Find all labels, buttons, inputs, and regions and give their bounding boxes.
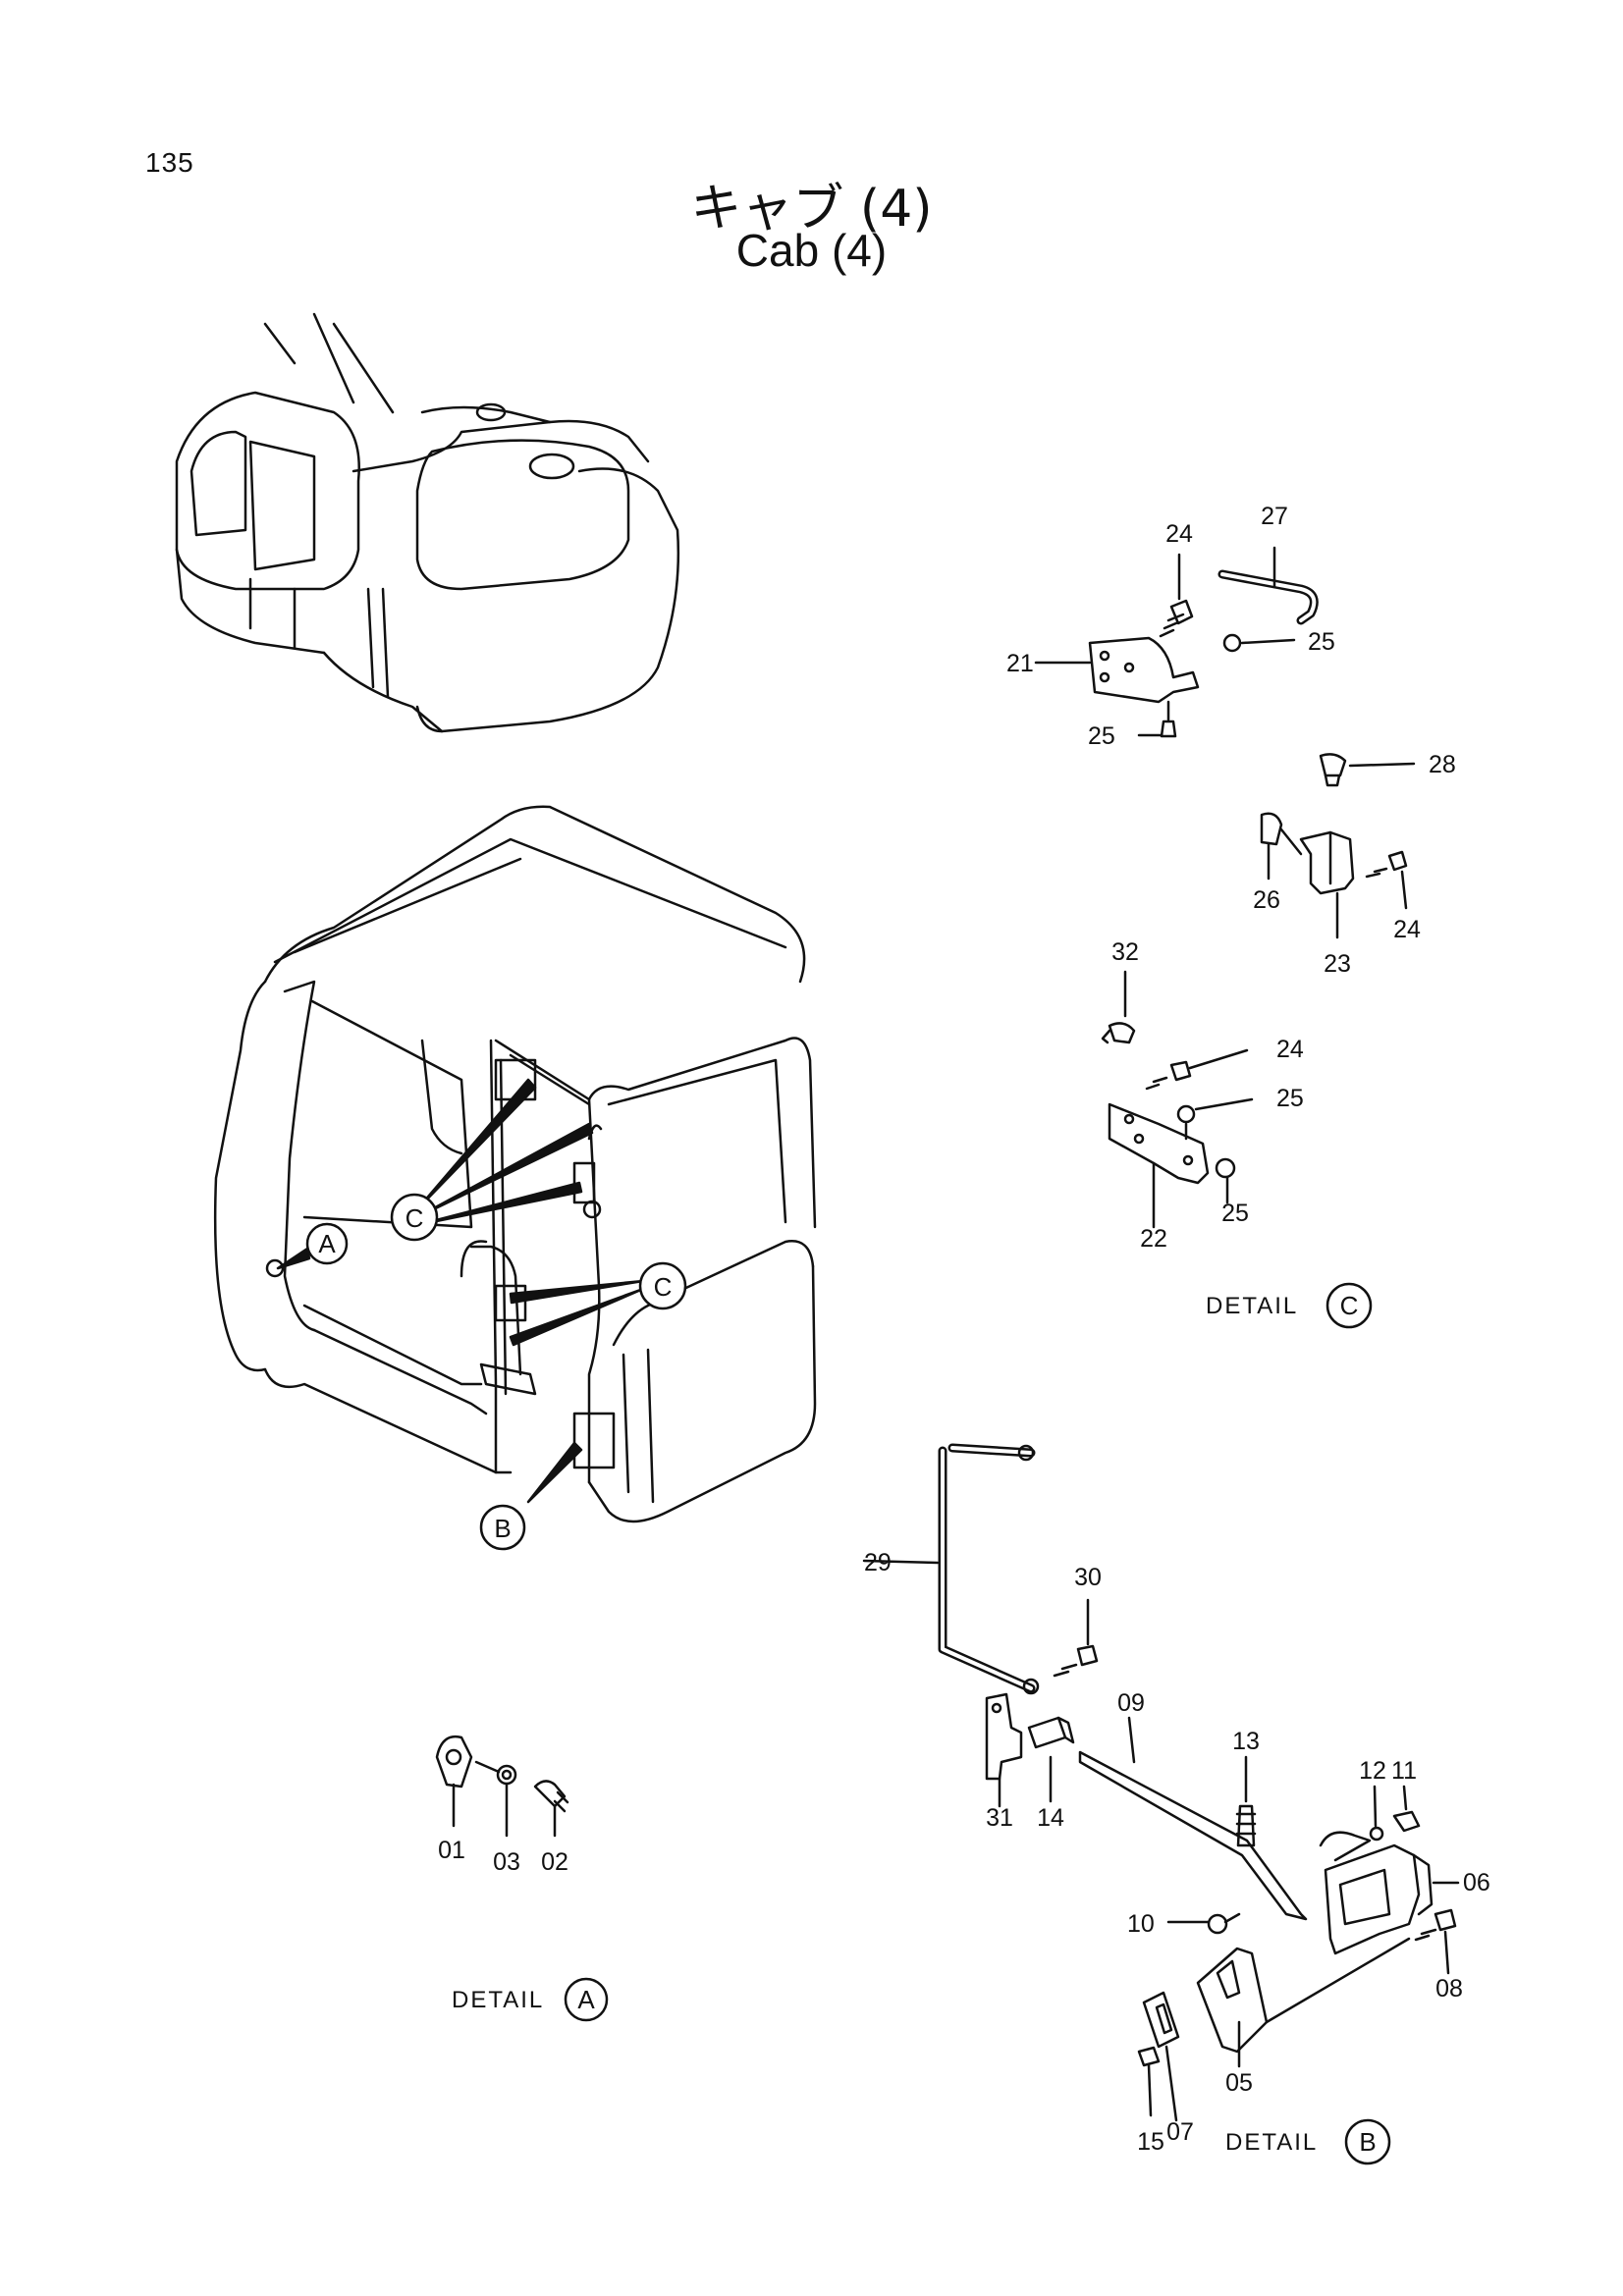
callout-a-label: A (318, 1229, 336, 1258)
part-label-21: 21 (1006, 650, 1034, 677)
part-label-06: 06 (1463, 1869, 1490, 1896)
part-label-25-right: 25 (1308, 628, 1335, 656)
part-label-29: 29 (864, 1549, 892, 1576)
callout-b-label: B (494, 1514, 511, 1543)
part-label-22: 22 (1140, 1225, 1167, 1253)
part-label-05: 05 (1225, 2069, 1253, 2097)
detail-a-text: DETAIL (452, 1987, 544, 2013)
part-label-10: 10 (1127, 1910, 1155, 1938)
detail-b-parts (862, 1443, 1460, 2122)
callout-c-upper-label: C (406, 1203, 424, 1233)
detail-a-caption: DETAIL A (452, 1977, 609, 2022)
callout-circle-c-upper: C (390, 1193, 439, 1242)
part-label-25-nut: 25 (1221, 1200, 1249, 1227)
detail-a-id: A (577, 1985, 595, 2014)
detail-c-id: C (1340, 1291, 1359, 1320)
part-label-08: 08 (1435, 1975, 1463, 2002)
part-label-26: 26 (1253, 886, 1280, 914)
detail-b-text: DETAIL (1225, 2129, 1318, 2156)
detail-a-parts (435, 1735, 569, 1838)
callout-circle-b: B (479, 1504, 526, 1551)
detail-b-id: B (1359, 2127, 1376, 2157)
part-label-25-lower: 25 (1276, 1085, 1304, 1112)
part-label-11: 11 (1391, 1757, 1417, 1785)
part-label-01: 01 (438, 1837, 465, 1864)
page-title-japanese: キャブ (4) (690, 180, 933, 239)
callout-circle-a: A (305, 1222, 349, 1265)
page-number: 135 (145, 147, 194, 178)
cab-body-illustration (213, 805, 817, 1523)
part-label-24-side: 24 (1393, 916, 1421, 943)
part-label-14: 14 (1037, 1804, 1064, 1832)
detail-c-parts (1034, 546, 1416, 1229)
page-title-english: Cab (4) (735, 225, 888, 276)
part-label-15: 15 (1137, 2128, 1164, 2156)
part-label-25-bottom: 25 (1088, 722, 1115, 750)
part-label-24-lower: 24 (1276, 1036, 1304, 1063)
part-label-02: 02 (541, 1848, 568, 1876)
part-label-27: 27 (1261, 503, 1288, 530)
part-number-labels: 24 27 25 21 25 28 26 24 23 32 24 25 25 2… (438, 503, 1490, 2156)
part-label-31: 31 (986, 1804, 1013, 1832)
excavator-overview-illustration (175, 312, 680, 733)
part-label-24-top: 24 (1165, 520, 1193, 548)
detail-c-caption: DETAIL C (1206, 1282, 1373, 1329)
part-label-13: 13 (1232, 1728, 1260, 1755)
part-label-07: 07 (1166, 2118, 1194, 2146)
callout-circle-c-lower: C (638, 1261, 687, 1310)
part-label-32: 32 (1111, 938, 1139, 966)
callout-leaders (276, 1078, 645, 1504)
part-label-12: 12 (1359, 1757, 1386, 1785)
part-label-30: 30 (1074, 1564, 1102, 1591)
detail-c-text: DETAIL (1206, 1293, 1298, 1319)
detail-b-caption: DETAIL B (1225, 2118, 1391, 2165)
part-label-28: 28 (1429, 751, 1456, 778)
part-label-03: 03 (493, 1848, 520, 1876)
part-label-23: 23 (1324, 950, 1351, 978)
part-label-09: 09 (1117, 1689, 1145, 1717)
callout-c-lower-label: C (654, 1272, 673, 1302)
